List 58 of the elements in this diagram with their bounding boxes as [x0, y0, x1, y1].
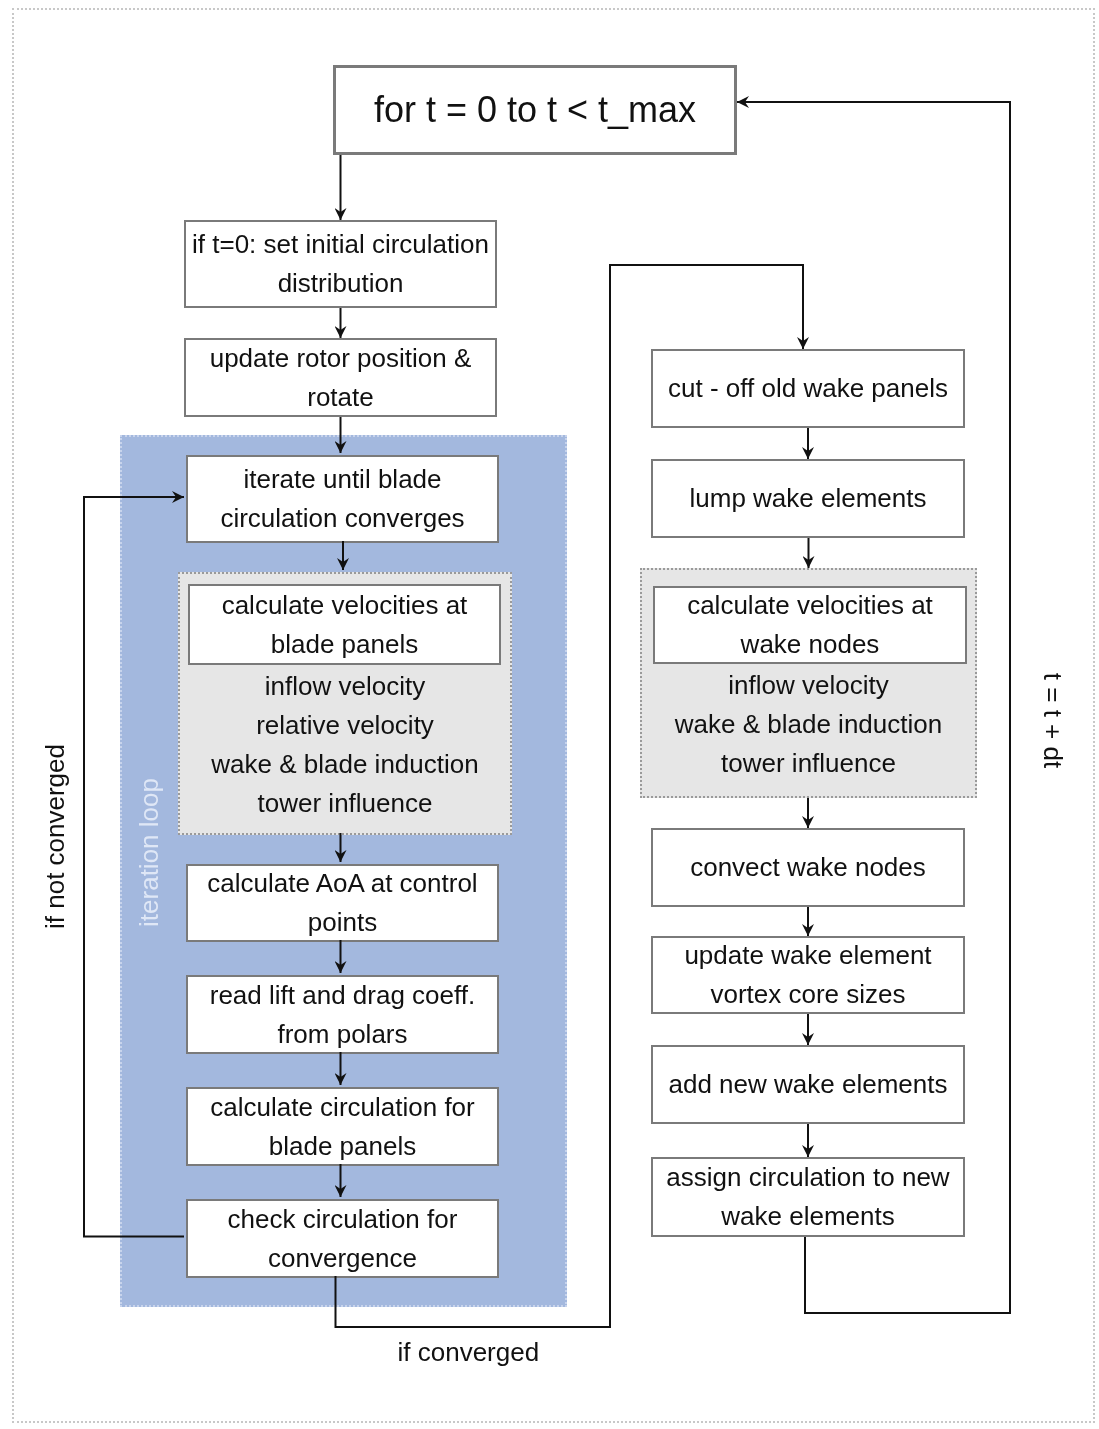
arrow	[334, 416, 347, 454]
arrow	[334, 1051, 347, 1086]
process-box	[651, 1157, 965, 1237]
arrow	[334, 832, 347, 863]
process-box	[186, 975, 499, 1054]
item-text: relative velocity	[256, 709, 434, 742]
step-text: for t = 0 to t < t_max	[373, 88, 697, 132]
process-box	[651, 1045, 965, 1124]
arrow	[83, 491, 185, 1238]
arrow	[736, 96, 1011, 1314]
arrow	[334, 307, 347, 339]
arrow	[802, 427, 814, 460]
arrow	[334, 264, 809, 1328]
item-text: wake & blade induction	[674, 708, 943, 741]
group-panel	[178, 572, 512, 835]
arrow	[802, 906, 814, 937]
step-text: read lift and drag coeff. from polars	[208, 978, 477, 1051]
step-text: assign circulation to new wake elements	[665, 1161, 951, 1233]
arrow	[334, 154, 347, 221]
step-text: add new wake elements	[668, 1068, 948, 1101]
step-text: update wake element vortex core sizes	[683, 939, 933, 1011]
step-text: calculate AoA at control points	[206, 867, 479, 939]
step-text: if t=0: set initial circulation distribution	[191, 228, 490, 300]
process-box	[184, 338, 497, 417]
arrow	[802, 797, 814, 829]
step-text: iterate until blade circulation converges	[219, 463, 466, 535]
step-text: convect wake nodes	[690, 851, 926, 884]
loop-label: iteration loop	[133, 777, 165, 927]
arrow	[802, 537, 815, 569]
process-box	[186, 1087, 499, 1166]
iteration-band	[120, 435, 567, 1307]
arrow	[337, 540, 349, 571]
arrow	[802, 1013, 814, 1046]
item-text: inflow velocity	[728, 669, 889, 702]
process-box	[651, 828, 965, 907]
item-text: tower influence	[257, 787, 433, 820]
arrow	[334, 939, 347, 974]
process-box	[651, 459, 965, 538]
process-box	[186, 1199, 499, 1278]
process-box	[651, 936, 965, 1014]
step-text: update rotor position & rotate	[208, 341, 473, 414]
arrow	[334, 1163, 347, 1198]
process-box	[651, 349, 965, 428]
process-box	[186, 864, 499, 942]
item-text: inflow velocity	[264, 670, 426, 703]
step-text: cut - off old wake panels	[668, 372, 948, 405]
step-text: lump wake elements	[689, 482, 927, 515]
step-text: calculate circulation for blade panels	[209, 1090, 476, 1163]
arrow	[802, 1123, 814, 1158]
item-text: tower influence	[721, 747, 896, 780]
loop-header-box	[333, 65, 737, 155]
process-box	[653, 586, 967, 664]
process-box	[188, 584, 501, 665]
process-box	[186, 455, 499, 543]
step-text: check circulation for convergence	[226, 1202, 459, 1275]
item-text: wake & blade induction	[211, 748, 479, 781]
process-box	[184, 220, 497, 308]
group-panel	[640, 568, 977, 798]
